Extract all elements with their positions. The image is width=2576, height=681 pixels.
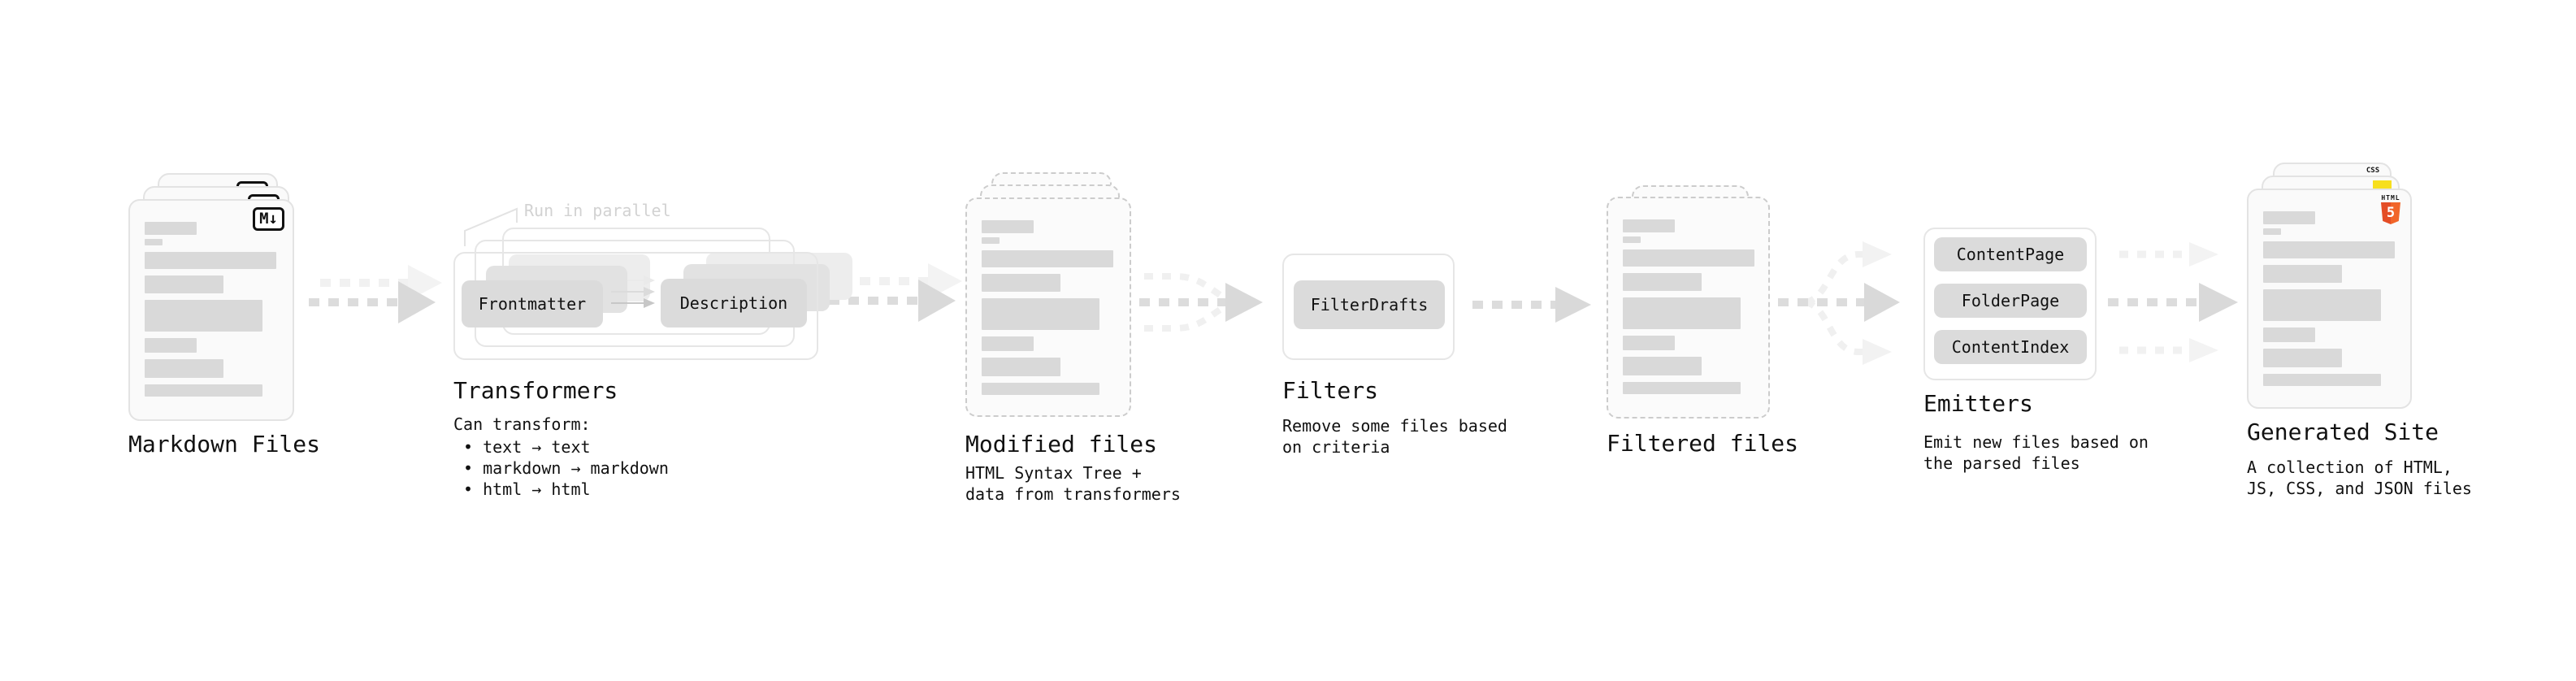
generated-site-caption-2: JS, CSS, and JSON files xyxy=(2247,479,2472,498)
arrow-markdown-to-transformers xyxy=(309,265,442,323)
filters-caption-1: Remove some files based xyxy=(1282,416,1507,436)
text-placeholder-bars xyxy=(1623,219,1754,401)
arrow-filtered-to-emitters-fan-out xyxy=(1778,241,1900,365)
transformer-layer-box-front xyxy=(453,252,818,360)
modified-file-card-front xyxy=(965,197,1131,417)
pill-arrow-middle xyxy=(611,287,655,297)
filters-box xyxy=(1282,254,1455,360)
contentindex-emitter-pill: ContentIndex xyxy=(1934,330,2087,364)
modified-files-title: Modified files xyxy=(965,431,1158,458)
arrow-modified-to-filters-fan-in xyxy=(1139,273,1263,332)
generated-site-title: Generated Site xyxy=(2247,419,2439,445)
emitters-caption-2: the parsed files xyxy=(1923,453,2080,473)
arrow-contentindex-to-site xyxy=(2119,338,2218,362)
pill-arrow-front xyxy=(611,298,655,308)
filterdrafts-pill: FilterDrafts xyxy=(1294,280,1445,329)
html-file-card: HTML 5 xyxy=(2247,189,2412,409)
filtered-file-card-front xyxy=(1607,197,1770,419)
markdown-icon: M↓ xyxy=(253,207,284,231)
markdown-file-card-front: M↓ xyxy=(128,199,294,421)
html5-icon: HTML 5 xyxy=(2380,194,2401,224)
folderpage-emitter-pill: FolderPage xyxy=(1934,284,2087,318)
transformers-bullet-1: • text → text xyxy=(463,437,591,457)
emitters-caption-1: Emit new files based on xyxy=(1923,432,2149,452)
text-placeholder-bars xyxy=(2263,211,2395,393)
arrow-folderpage-to-site xyxy=(2108,283,2238,322)
arrow-transformers-to-modified xyxy=(829,263,962,322)
filtered-files-title: Filtered files xyxy=(1607,430,1799,457)
run-in-parallel-note: Run in parallel xyxy=(524,201,671,220)
arrow-contentpage-to-site xyxy=(2119,242,2218,267)
transformers-bullet-2: • markdown → markdown xyxy=(463,458,669,478)
note-connector-line xyxy=(464,207,518,246)
frontmatter-transformer-pill: Frontmatter xyxy=(462,280,603,327)
arrow-filters-to-filtered xyxy=(1472,287,1591,323)
emitters-box xyxy=(1923,228,2097,380)
generated-site-caption-1: A collection of HTML, xyxy=(2247,458,2452,477)
modified-files-caption-1: HTML Syntax Tree + xyxy=(965,463,1142,483)
emitters-title: Emitters xyxy=(1923,390,2033,417)
markdown-files-title: Markdown Files xyxy=(128,431,321,458)
text-placeholder-bars xyxy=(982,220,1113,401)
description-transformer-pill: Description xyxy=(661,279,807,327)
transformers-title: Transformers xyxy=(453,377,618,404)
filters-caption-2: on criteria xyxy=(1282,437,1390,457)
text-placeholder-bars xyxy=(145,222,276,403)
transformers-bullet-3: • html → html xyxy=(463,479,591,499)
filters-title: Filters xyxy=(1282,377,1379,404)
modified-files-caption-2: data from transformers xyxy=(965,484,1181,504)
js-file-icon xyxy=(2373,180,2392,189)
transformers-caption: Can transform: xyxy=(453,414,591,434)
contentpage-emitter-pill: ContentPage xyxy=(1934,237,2087,271)
